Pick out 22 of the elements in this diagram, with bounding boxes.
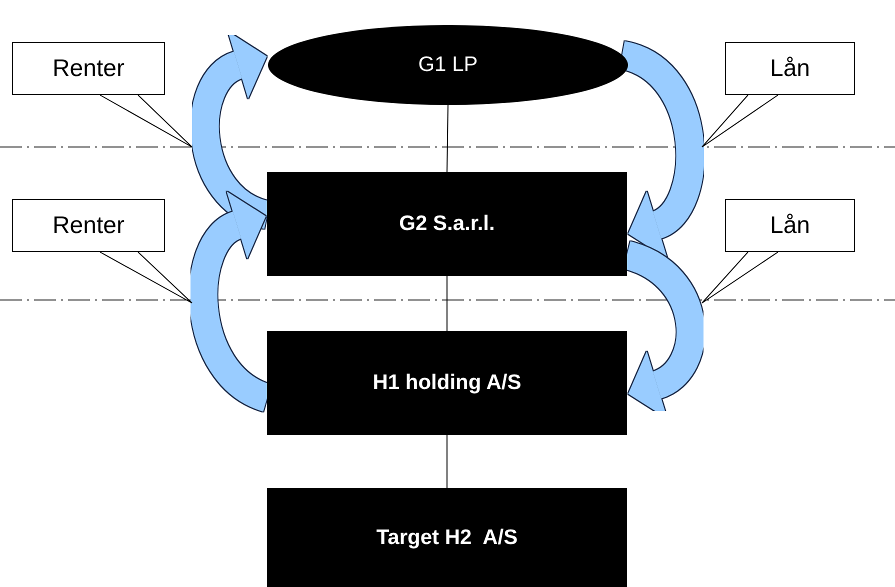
leader-line <box>100 252 192 304</box>
leader-line <box>100 94 192 148</box>
entity-box <box>267 172 627 276</box>
connector-line <box>446 434 448 488</box>
connector-line <box>446 276 448 332</box>
callout-box <box>725 42 855 95</box>
callout-label: Renter <box>52 54 125 82</box>
callout-box <box>725 199 855 252</box>
leader-line <box>702 94 778 148</box>
callout-box <box>12 42 165 95</box>
entity-name: H1 holding A/S <box>372 371 522 395</box>
connector-line <box>446 104 448 172</box>
callout-box <box>12 199 165 252</box>
leader-line <box>702 252 778 304</box>
callout-label: Renter <box>52 212 125 240</box>
entity-box <box>267 488 627 587</box>
entity-name: G1 LP <box>418 53 478 77</box>
callout-label: Lån <box>770 212 810 240</box>
entity-box <box>267 331 627 435</box>
callout-label: Lån <box>770 54 810 82</box>
entity-name: Target H2 A/S <box>376 526 518 550</box>
entity-name: G2 S.a.r.l. <box>399 212 495 236</box>
